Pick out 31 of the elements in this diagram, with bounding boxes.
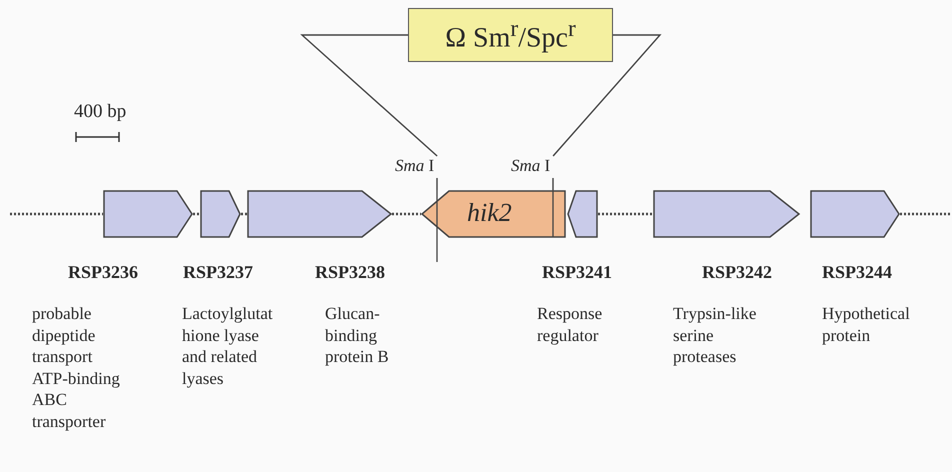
dna-backbone [598,212,653,216]
gene-description: Response regulator [537,303,604,346]
gene-description: Lactoylglutat hione lyase and related lyases [182,303,274,389]
gene-id: RSP3236 [68,262,138,283]
cassette-box: Ω Sm$^{r}$/Spc$^{r}$ [408,8,613,62]
gene-symbol [653,190,800,238]
dna-backbone [900,212,952,216]
gene-id: RSP3244 [822,262,892,283]
connector-line [552,178,554,190]
connector-line [552,34,662,156]
gene-symbol [247,190,392,238]
gene-symbol [810,190,900,238]
site-label: Sma I [395,156,449,178]
gene-symbol [103,190,193,238]
gene-description: probable dipeptide transport ATP-binding ABC transporter [32,303,121,432]
dna-backbone [10,212,103,216]
scale-label: 400 bp [74,101,126,123]
gene-id: RSP3242 [702,262,772,283]
dna-backbone [392,212,421,216]
gene-description: Hypothetical protein [822,303,911,346]
gene-symbol [200,190,241,238]
site-label: Sma I [511,156,565,178]
gene-id: RSP3238 [315,262,386,283]
gene-symbol [421,190,566,238]
gene-id: RSP3237 [183,262,254,283]
gene-name: hik2 [467,198,512,228]
connector-line [436,178,438,190]
connector-line [300,34,438,157]
gene-id: RSP3241 [542,262,612,283]
gene-description: Trypsin-like serine proteases [673,303,758,368]
gene-description: Glucan-binding protein B [325,303,390,368]
